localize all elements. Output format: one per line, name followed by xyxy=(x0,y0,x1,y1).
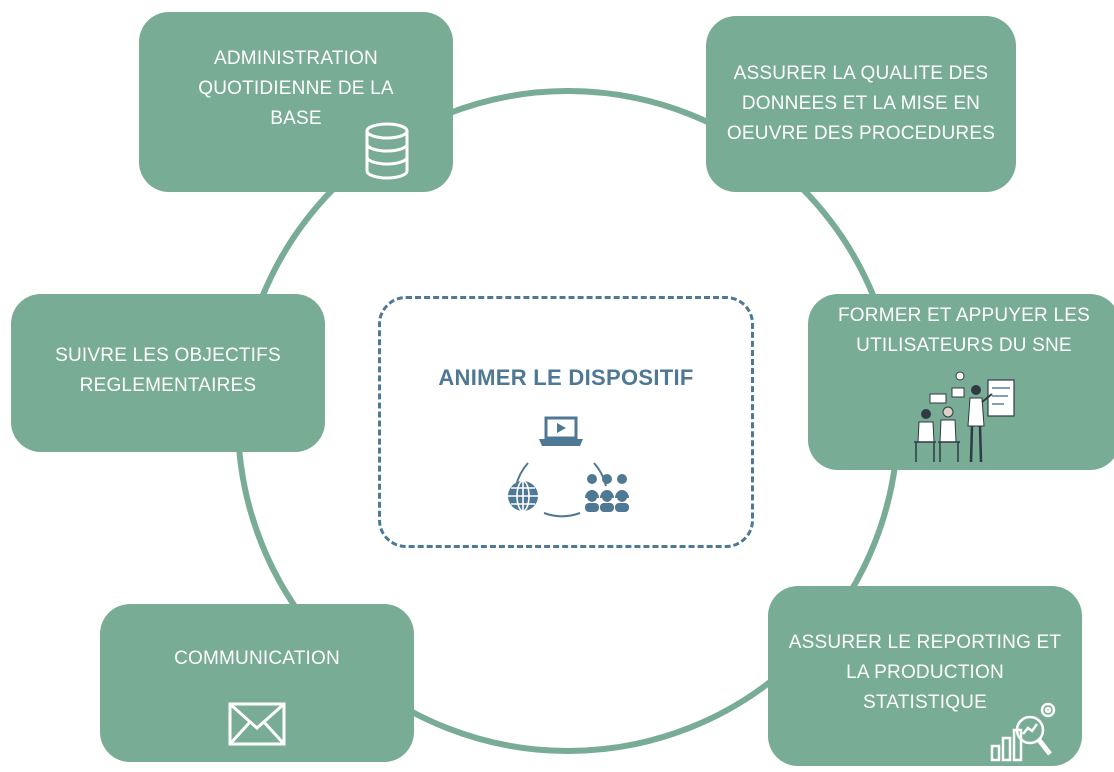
node-administration-label: ADMINISTRATION QUOTIDIENNE DE LA BASE xyxy=(198,48,394,129)
training-illustration-icon xyxy=(904,370,1024,476)
envelope-icon xyxy=(228,702,286,756)
users-group-icon xyxy=(585,474,629,512)
node-reporting-label: ASSURER LE REPORTING ET LA PRODUCTION ST… xyxy=(788,632,1062,713)
center-panel: ANIMER LE DISPOSITIF xyxy=(378,296,754,548)
node-administration: ADMINISTRATION QUOTIDIENNE DE LA BASE xyxy=(139,12,453,192)
center-title: ANIMER LE DISPOSITIF xyxy=(438,365,694,390)
node-communication-label: COMMUNICATION xyxy=(174,648,340,669)
node-objectifs-label: SUIVRE LES OBJECTIFS REGLEMENTAIRES xyxy=(55,345,281,396)
node-objectifs: SUIVRE LES OBJECTIFS REGLEMENTAIRES xyxy=(11,294,325,452)
laptop-icon xyxy=(539,416,583,446)
database-icon xyxy=(363,122,411,192)
node-reporting: ASSURER LE REPORTING ET LA PRODUCTION ST… xyxy=(768,586,1082,766)
analytics-magnifier-icon xyxy=(990,700,1060,772)
center-cycle-graphic xyxy=(508,416,629,518)
node-communication: COMMUNICATION xyxy=(100,604,414,762)
globe-icon xyxy=(508,480,538,512)
node-qualite-label: ASSURER LA QUALITE DES DONNEES ET LA MIS… xyxy=(726,63,996,144)
node-former-label: FORMER ET APPUYER LES UTILISATEURS DU SN… xyxy=(838,305,1090,356)
node-former: FORMER ET APPUYER LES UTILISATEURS DU SN… xyxy=(808,294,1114,470)
node-qualite: ASSURER LA QUALITE DES DONNEES ET LA MIS… xyxy=(706,16,1016,192)
